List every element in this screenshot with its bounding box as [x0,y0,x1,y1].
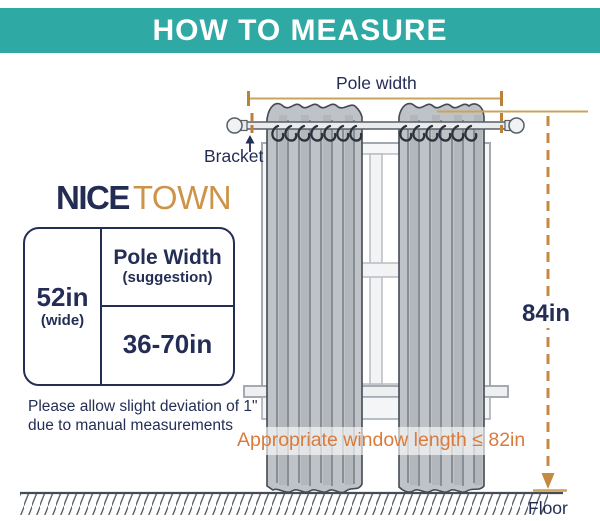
finial-left [226,117,243,134]
curtain-panel-right [398,102,485,493]
curtain-folds-left [276,120,355,486]
height-label: 84in [519,300,574,328]
curtain-shading [410,115,482,485]
logo-nice: NICE [56,179,130,216]
curtain-rings [271,124,478,142]
pole-width-header-cell: Pole Width (suggestion) [102,229,233,307]
size-value: 52in [36,281,89,312]
col-subtitle: (suggestion) [122,269,213,287]
finial-right [508,117,525,134]
col-title: Pole Width [113,246,222,270]
bracket-ticks [250,113,503,137]
floor [20,491,563,515]
size-table: 52in (wide) Pole Width (suggestion) 36-7… [23,227,235,386]
header-bar: HOW TO MEASURE [0,8,600,53]
curtain-shading [279,115,353,485]
window-length-label: Appropriate window length ≤ 82in [232,427,532,455]
pole-width-range-cell: 36-70in [102,307,233,385]
down-arrow-icon [541,473,555,489]
bracket-label: Bracket [204,146,264,166]
height-measure [437,110,588,492]
size-cell: 52in (wide) [25,229,102,384]
size-note: (wide) [40,312,85,330]
pole-width-measure [247,91,503,106]
range-value: 36-70in [122,329,213,360]
floor-hatch [20,494,548,515]
note-line1: Please allow slight deviation of 1" [28,398,258,415]
pole-width-label: Pole width [336,73,417,93]
note-line2: due to manual measurements [28,416,234,434]
page-title: HOW TO MEASURE [152,13,448,47]
bracket-arrow [245,135,255,152]
floor-label: Floor [528,498,568,518]
measurement-note: Please allow slight deviation of 1" due … [28,398,258,436]
curtain-folds-right [407,120,475,486]
logo-town: TOWN [132,179,232,216]
